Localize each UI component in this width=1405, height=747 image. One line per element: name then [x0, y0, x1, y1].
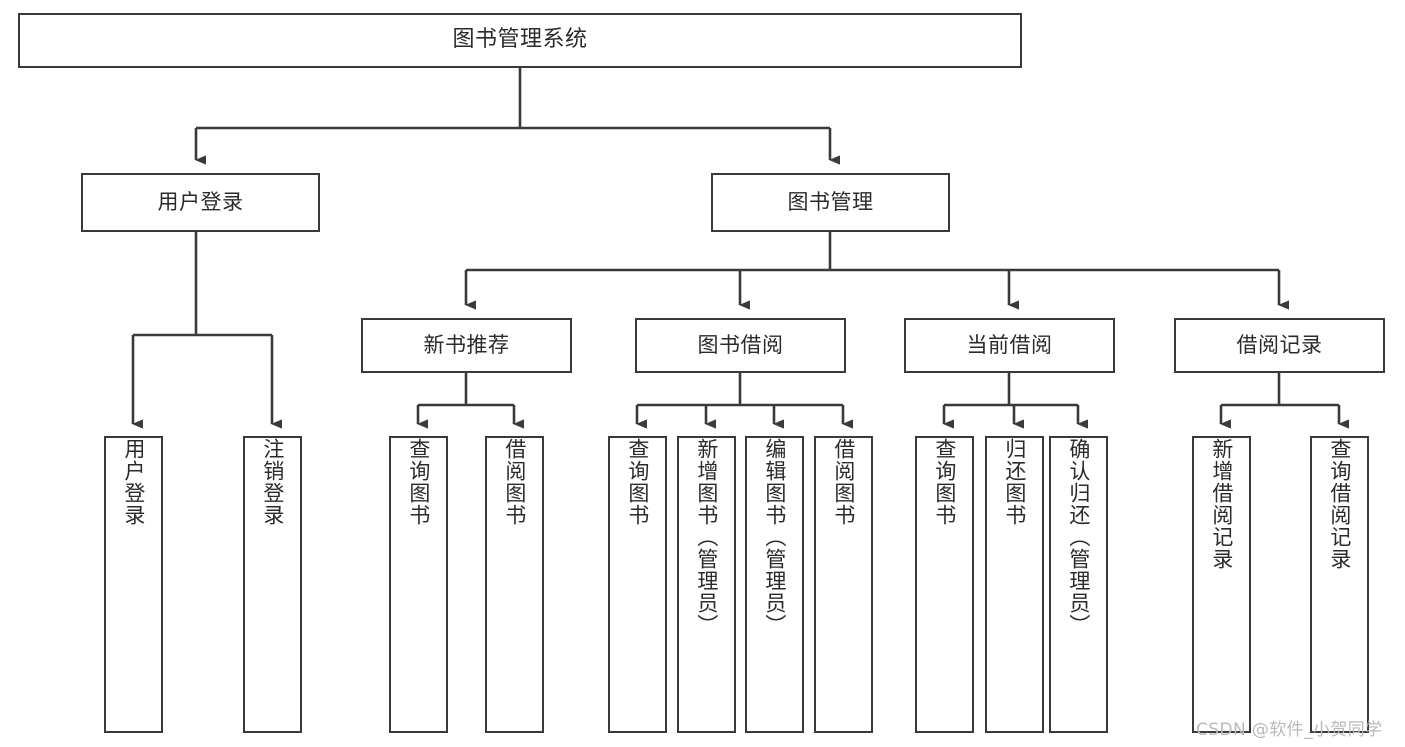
node-leaf-add-borrow-record[interactable]: 新增借阅记录: [1192, 436, 1251, 733]
node-new-book-recommend[interactable]: 新书推荐: [361, 318, 572, 373]
node-label: 借阅记录: [1236, 332, 1323, 357]
node-label: 借阅图书: [502, 438, 527, 526]
node-borrow-record[interactable]: 借阅记录: [1174, 318, 1385, 373]
node-leaf-return-book[interactable]: 归还图书: [985, 436, 1044, 733]
node-label: 查询图书: [932, 438, 957, 526]
node-leaf-query-book-recommend[interactable]: 查询图书: [389, 436, 448, 733]
node-leaf-query-book-current[interactable]: 查询图书: [915, 436, 974, 733]
node-label: 图书管理: [787, 189, 874, 214]
node-book-borrow[interactable]: 图书借阅: [635, 318, 846, 373]
node-label: 图书管理系统: [452, 27, 588, 53]
node-label: 归还图书: [1002, 438, 1027, 526]
node-label: 新增借阅记录: [1209, 438, 1234, 570]
node-label: 用户登录: [157, 189, 244, 214]
node-label: 查询图书: [625, 438, 650, 526]
node-label: 注销登录: [260, 438, 285, 526]
node-user-login[interactable]: 用户登录: [81, 173, 320, 232]
node-leaf-add-book-admin[interactable]: 新增图书（管理员）: [677, 436, 736, 733]
node-label: 编辑图书（管理员）: [762, 438, 787, 636]
node-label: 用户登录: [121, 438, 146, 526]
node-leaf-query-borrow-record[interactable]: 查询借阅记录: [1310, 436, 1369, 733]
csdn-watermark: CSDN @软件_小贺同学: [1196, 720, 1383, 740]
node-root-system[interactable]: 图书管理系统: [18, 13, 1022, 68]
node-label: 查询借阅记录: [1327, 438, 1352, 570]
node-leaf-borrow-book[interactable]: 借阅图书: [814, 436, 873, 733]
node-label: 新增图书（管理员）: [694, 438, 719, 636]
node-label: 新书推荐: [423, 332, 510, 357]
node-leaf-borrow-book-recommend[interactable]: 借阅图书: [485, 436, 544, 733]
node-book-management[interactable]: 图书管理: [711, 173, 950, 232]
node-label: 图书借阅: [697, 332, 784, 357]
node-leaf-user-login[interactable]: 用户登录: [104, 436, 163, 733]
node-leaf-edit-book-admin[interactable]: 编辑图书（管理员）: [745, 436, 804, 733]
node-label: 当前借阅: [966, 332, 1053, 357]
node-label: 确认归还（管理员）: [1066, 438, 1091, 636]
node-leaf-confirm-return-admin[interactable]: 确认归还（管理员）: [1049, 436, 1108, 733]
node-label: 借阅图书: [831, 438, 856, 526]
node-leaf-logout[interactable]: 注销登录: [243, 436, 302, 733]
node-leaf-query-book-borrow[interactable]: 查询图书: [608, 436, 667, 733]
node-label: 查询图书: [406, 438, 431, 526]
node-current-borrow[interactable]: 当前借阅: [904, 318, 1115, 373]
